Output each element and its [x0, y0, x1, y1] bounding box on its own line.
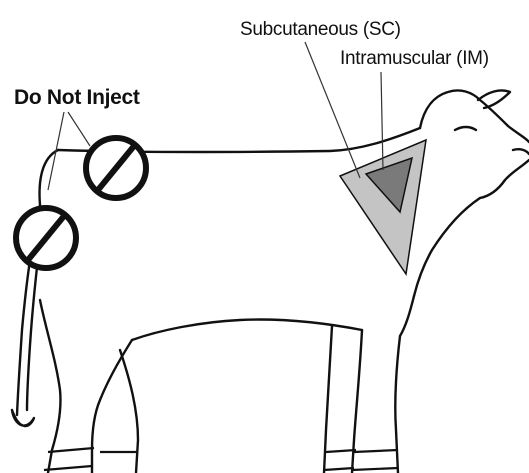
cow-front-leg-near [395, 336, 400, 473]
cow-hind-leg-near-back [40, 300, 61, 473]
hoof-band-3 [352, 450, 398, 470]
cow-hind-leg-far [120, 350, 138, 473]
prohibition-icon [86, 138, 146, 198]
intramuscular-label: Intramuscular (IM) [340, 49, 489, 68]
cow-chest [400, 296, 414, 336]
cow-nostril [513, 149, 529, 154]
prohibition-icon [16, 208, 76, 268]
cow-eye [455, 127, 476, 130]
im-leader-line [381, 72, 383, 170]
cow-tail-switch [12, 410, 34, 426]
dni-leader-line-1 [68, 112, 90, 146]
cow-head [420, 90, 529, 142]
cow-belly [132, 319, 362, 340]
cow-hooves [44, 448, 398, 470]
cow-throat [414, 198, 480, 296]
cow-muzzle [480, 160, 529, 198]
cow-outline [12, 90, 529, 473]
cow-ear [478, 90, 510, 108]
cow-rump [40, 150, 58, 205]
do-not-inject-label: Do Not Inject [14, 87, 140, 108]
subcutaneous-label: Subcutaneous (SC) [240, 20, 401, 39]
